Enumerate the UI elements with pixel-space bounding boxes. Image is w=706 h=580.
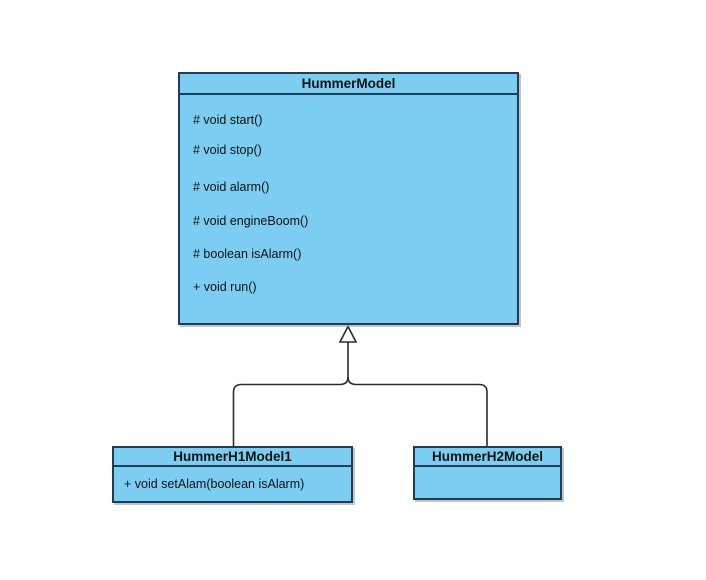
class-title-hummerh1model1: HummerH1Model1 <box>114 448 351 467</box>
method-run: + void run() <box>193 280 257 294</box>
generalization-triangle-icon[interactable] <box>338 324 358 343</box>
class-box-hummerh1model1[interactable]: HummerH1Model1 + void setAlam(boolean is… <box>112 446 353 503</box>
method-stop: # void stop() <box>193 143 262 157</box>
method-setalam: + void setAlam(boolean isAlarm) <box>124 477 305 491</box>
method-isalarm: # boolean isAlarm() <box>193 247 302 261</box>
class-box-hummerh2model[interactable]: HummerH2Model <box>413 446 562 500</box>
connector-to-hummerh1model1[interactable] <box>232 376 349 446</box>
empty-body-hummerh2model <box>415 467 560 498</box>
class-box-hummermodel[interactable]: HummerModel # void start() # void stop()… <box>178 72 519 325</box>
method-start: # void start() <box>193 113 263 127</box>
method-alarm: # void alarm() <box>193 180 270 194</box>
connector-to-hummerh2model[interactable] <box>347 376 488 446</box>
class-title-hummermodel: HummerModel <box>180 74 517 95</box>
class-title-hummerh2model: HummerH2Model <box>415 448 560 467</box>
method-engineboom: # void engineBoom() <box>193 214 309 228</box>
